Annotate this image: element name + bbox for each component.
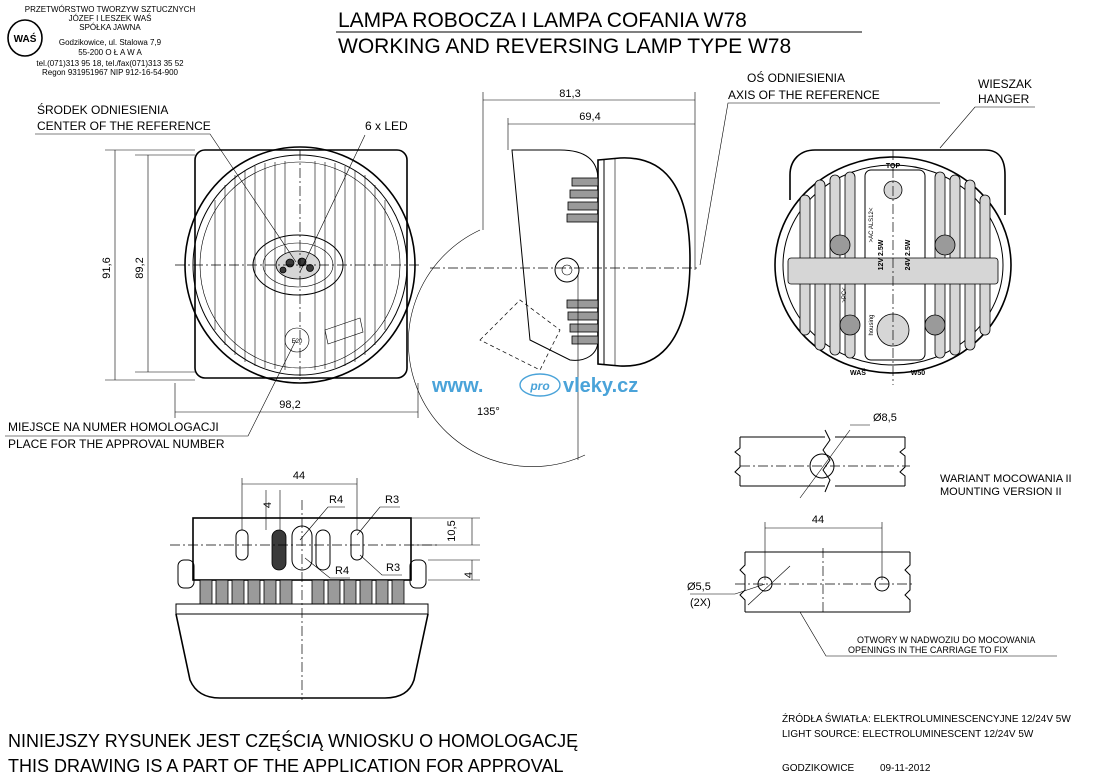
back-top-mark: TOP [886,163,901,170]
openings-label-en: OPENINGS IN THE CARRIAGE TO FIX [848,645,1008,655]
dim-89-2: 89,2 [134,257,146,278]
light-source-en: LIGHT SOURCE: ELECTROLUMINESCENT 12/24V … [782,729,1034,740]
front-labels: ŚRODEK ODNIESIENIA CENTER OF THE REFEREN… [5,102,408,451]
back-24v-mark: 24V 2.5W [905,239,912,270]
approval-label-pl: MIEJSCE NA NUMER HOMOLOGACJI [8,420,219,434]
angle-label: 135° [477,406,500,418]
dim-10-5: 10,5 [446,520,458,541]
watermark: www. pro vleky.cz [431,373,638,397]
watermark-pro: pro [529,379,549,393]
light-source-pl: ŹRÓDŁA ŚWIATŁA: ELEKTROLUMINESCENCYJNE 1… [782,712,1071,725]
dim-4-b: 4 [463,572,475,578]
dim-r4-a: R4 [329,494,343,506]
company-line-3: SPÓŁKA JAWNA [79,23,141,32]
bottom-view [170,500,440,700]
dim-r3-a: R3 [385,494,399,506]
led-label: 6 x LED [365,119,408,133]
statement-pl: NINIEJSZY RYSUNEK JEST CZĘŚCIĄ WNIOSKU O… [8,730,578,751]
dim-phi-5-5: Ø5,5 [687,581,711,593]
back-housing-mark: housing [869,314,875,335]
watermark-www: www. [431,375,483,397]
svg-text:E20: E20 [292,339,303,345]
title-en: WORKING AND REVERSING LAMP TYPE W78 [338,35,791,58]
center-label-pl: ŚRODEK ODNIESIENIA [37,102,168,117]
hanger-label-en: HANGER [978,92,1030,106]
dim-phi-8-5: Ø8,5 [873,412,897,424]
company-logo: WAŚ [7,19,43,57]
side-view: 135° [408,149,700,467]
dim-91-6: 91,6 [101,257,113,278]
company-line-2: JÓZEF I LESZEK WAŚ [69,14,152,23]
hanger-label-pl: WIESZAK [978,77,1032,91]
company-line-6: tel.(071)313 95 18, tel./fax(071)313 35 … [36,59,184,68]
dim-98-2: 98,2 [279,399,300,411]
front-view: E20 [175,146,420,384]
front-dimensions: 91,6 89,2 98,2 [101,149,419,418]
axis-label-pl: OŚ ODNIESIENIA [747,70,845,85]
back-pc-mark: >PC< [842,287,848,303]
footer: NINIEJSZY RYSUNEK JEST CZĘŚCIĄ WNIOSKU O… [8,712,1071,776]
logo-text: WAŚ [14,32,37,45]
dim-2x: (2X) [690,597,711,609]
dim-69-4: 69,4 [579,111,600,123]
side-dimensions: 81,3 69,4 [482,88,696,270]
mount-label-en: MOUNTING VERSION II [940,486,1062,498]
axis-label-group: OŚ ODNIESIENIA AXIS OF THE REFERENCE WIE… [699,70,1035,266]
company-info: PRZETWÓRSTWO TWORZYW SZTUCZNYCH JÓZEF I … [25,5,196,77]
mounting-version-2: Ø8,5 WARIANT MOCOWANIA II MOUNTING VERSI… [734,412,1072,499]
place-label: GODZIKOWICE [782,763,855,774]
bottom-dimensions: 44 4 R4 R3 10,5 4 R4 R3 [241,470,480,581]
company-line-7: Regon 931951967 NIP 912-16-54-900 [42,68,179,77]
carriage-openings: 44 Ø5,5 (2X) OTWORY W NADWOZIU DO MOCOWA… [687,514,1057,657]
center-label-en: CENTER OF THE REFERENCE [37,119,211,133]
date-label: 09-11-2012 [880,763,931,774]
company-line-1: PRZETWÓRSTWO TWORZYW SZTUCZNYCH [25,5,196,14]
dim-44-top: 44 [293,470,305,482]
statement-en: THIS DRAWING IS A PART OF THE APPLICATIO… [8,756,563,776]
dim-r4-b: R4 [335,565,349,577]
dim-4-a: 4 [262,502,274,508]
back-12v-mark: 12V 2.5W [878,239,885,270]
title-pl: LAMPA ROBOCZA I LAMPA COFANIA W78 [338,9,747,32]
mount-label-pl: WARIANT MOCOWANIA II [940,473,1072,485]
back-was-mark: WAŚ [850,368,866,377]
dim-r3-b: R3 [386,562,400,574]
company-line-4: Godzikowice, ul. Stalowa 7,9 [59,38,162,47]
back-code-mark: W50 [911,370,926,377]
watermark-site: vleky.cz [563,375,638,397]
dim-44-right: 44 [812,514,824,526]
axis-label-en: AXIS OF THE REFERENCE [728,88,880,102]
approval-label-en: PLACE FOR THE APPROVAL NUMBER [8,437,225,451]
back-ac-mark: >AC ALS12< [869,207,875,242]
openings-label-pl: OTWORY W NADWOZIU DO MOCOWANIA [857,635,1035,645]
company-line-5: 55-200 O Ł A W A [78,48,142,57]
back-view: TOP WAŚ W50 12V 2.5W 24V 2.5W >AC ALS12<… [774,149,1012,385]
dim-81-3: 81,3 [559,88,580,100]
